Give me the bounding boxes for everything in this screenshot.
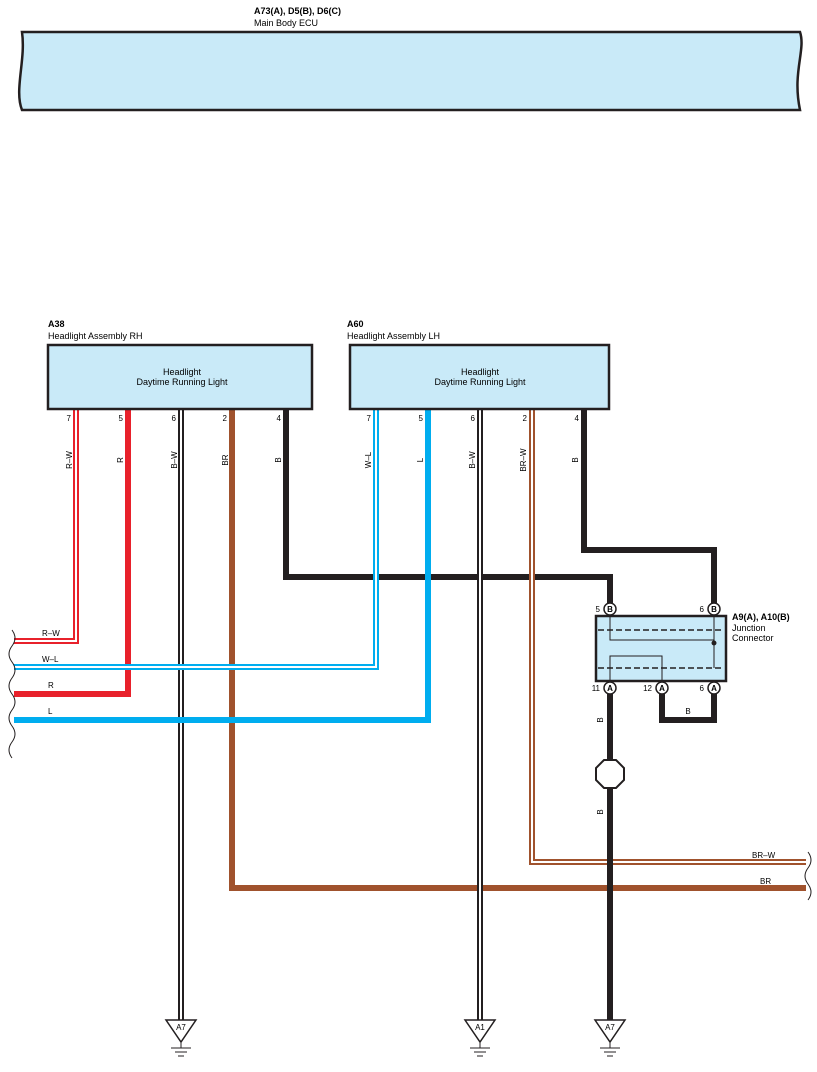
rh-wire-label-5: B — [274, 457, 283, 462]
wire-b-lh — [581, 410, 717, 605]
jc-out-wire-label-2: B — [596, 809, 605, 814]
rh-wire-label-3: B–W — [170, 451, 179, 469]
wire-r — [14, 410, 131, 697]
headlight-assembly-lh: A60 Headlight Assembly LH Headlight Dayt… — [347, 319, 611, 472]
ground-label-1: A7 — [176, 1023, 186, 1032]
lh-wire-label-2: L — [416, 457, 425, 462]
left-break-marks — [8, 629, 16, 759]
jc-bottom-pin-1-num: 11 — [592, 684, 601, 693]
right-break-marks — [804, 851, 812, 901]
left-wire-label-r-w: R–W — [42, 629, 60, 638]
main-body-ecu: A73(A), D5(B), D6(C) Main Body ECU — [17, 6, 803, 112]
ground-a7-right: A7 — [593, 1019, 627, 1057]
lh-code: A60 — [347, 319, 364, 329]
jc-bottom-pin-3-conn: A — [711, 684, 717, 693]
wire-br-w — [529, 410, 806, 865]
jc-bottom-pin-2-num: 12 — [643, 684, 652, 693]
wire-r-w — [14, 410, 79, 644]
jc-top-pin-2-conn: B — [711, 605, 717, 614]
ecu-name: Main Body ECU — [254, 18, 318, 28]
lh-wire-label-1: W–L — [364, 451, 373, 468]
jc-top-pin-2-num: 6 — [700, 605, 705, 614]
rh-pin-7: 7 — [67, 414, 72, 423]
right-wire-label-br: BR — [760, 877, 771, 886]
rh-pin-6: 6 — [172, 414, 177, 423]
wire-b-rh — [283, 410, 613, 605]
right-wire-label-br-w: BR–W — [752, 851, 776, 860]
rh-pin-2: 2 — [223, 414, 228, 423]
lh-wire-label-3: B–W — [468, 451, 477, 469]
wire-w-l — [14, 410, 379, 670]
headlight-assembly-rh: A38 Headlight Assembly RH Headlight Dayt… — [46, 319, 314, 469]
rh-wire-label-4: BR — [221, 454, 230, 465]
jc-name-line1: Junction — [732, 623, 766, 633]
jc-code: A9(A), A10(B) — [732, 612, 790, 622]
jc-top-pin-1-num: 5 — [596, 605, 601, 614]
lh-wire-label-5: B — [571, 457, 580, 462]
rh-wire-label-2: R — [116, 457, 125, 463]
ground-a7-left: A7 — [164, 1019, 198, 1057]
rh-code: A38 — [48, 319, 65, 329]
junction-connector: A9(A), A10(B) Junction Connector B 5 B 6… — [592, 602, 790, 716]
lh-pin-7: 7 — [367, 414, 372, 423]
jc-top-pin-1-conn: B — [607, 605, 613, 614]
rh-line2: Daytime Running Light — [136, 377, 228, 387]
left-wire-label-r: R — [48, 681, 54, 690]
rh-name: Headlight Assembly RH — [48, 331, 143, 341]
ground-label-2: A1 — [475, 1023, 485, 1032]
lh-name: Headlight Assembly LH — [347, 331, 440, 341]
wire-l — [14, 410, 431, 723]
lh-pin-5: 5 — [419, 414, 424, 423]
jc-jumper-wire-label: B — [685, 707, 690, 716]
lh-wire-label-4: BR–W — [519, 448, 528, 472]
left-wire-label-w-l: W–L — [42, 655, 59, 664]
rh-pin-5: 5 — [119, 414, 124, 423]
rh-pin-4: 4 — [277, 414, 282, 423]
lh-line1: Headlight — [461, 367, 500, 377]
jc-out-wire-label-1: B — [596, 717, 605, 722]
ground-label-3: A7 — [605, 1023, 615, 1032]
left-wire-label-l: L — [48, 707, 53, 716]
splice-octagon — [595, 759, 625, 789]
wire-br — [229, 410, 806, 891]
rh-wire-label-1: R–W — [65, 451, 74, 469]
rh-line1: Headlight — [163, 367, 202, 377]
lh-pin-6: 6 — [471, 414, 476, 423]
lh-line2: Daytime Running Light — [434, 377, 526, 387]
jc-bottom-pin-3-num: 6 — [700, 684, 705, 693]
lh-pin-4: 4 — [575, 414, 580, 423]
ecu-code: A73(A), D5(B), D6(C) — [254, 6, 341, 16]
wire-jumper-b — [659, 692, 717, 723]
jc-name-line2: Connector — [732, 633, 774, 643]
jc-bottom-pin-1-conn: A — [607, 684, 613, 693]
ground-a1: A1 — [463, 1019, 497, 1057]
jc-bottom-pin-2-conn: A — [659, 684, 665, 693]
lh-pin-2: 2 — [523, 414, 528, 423]
